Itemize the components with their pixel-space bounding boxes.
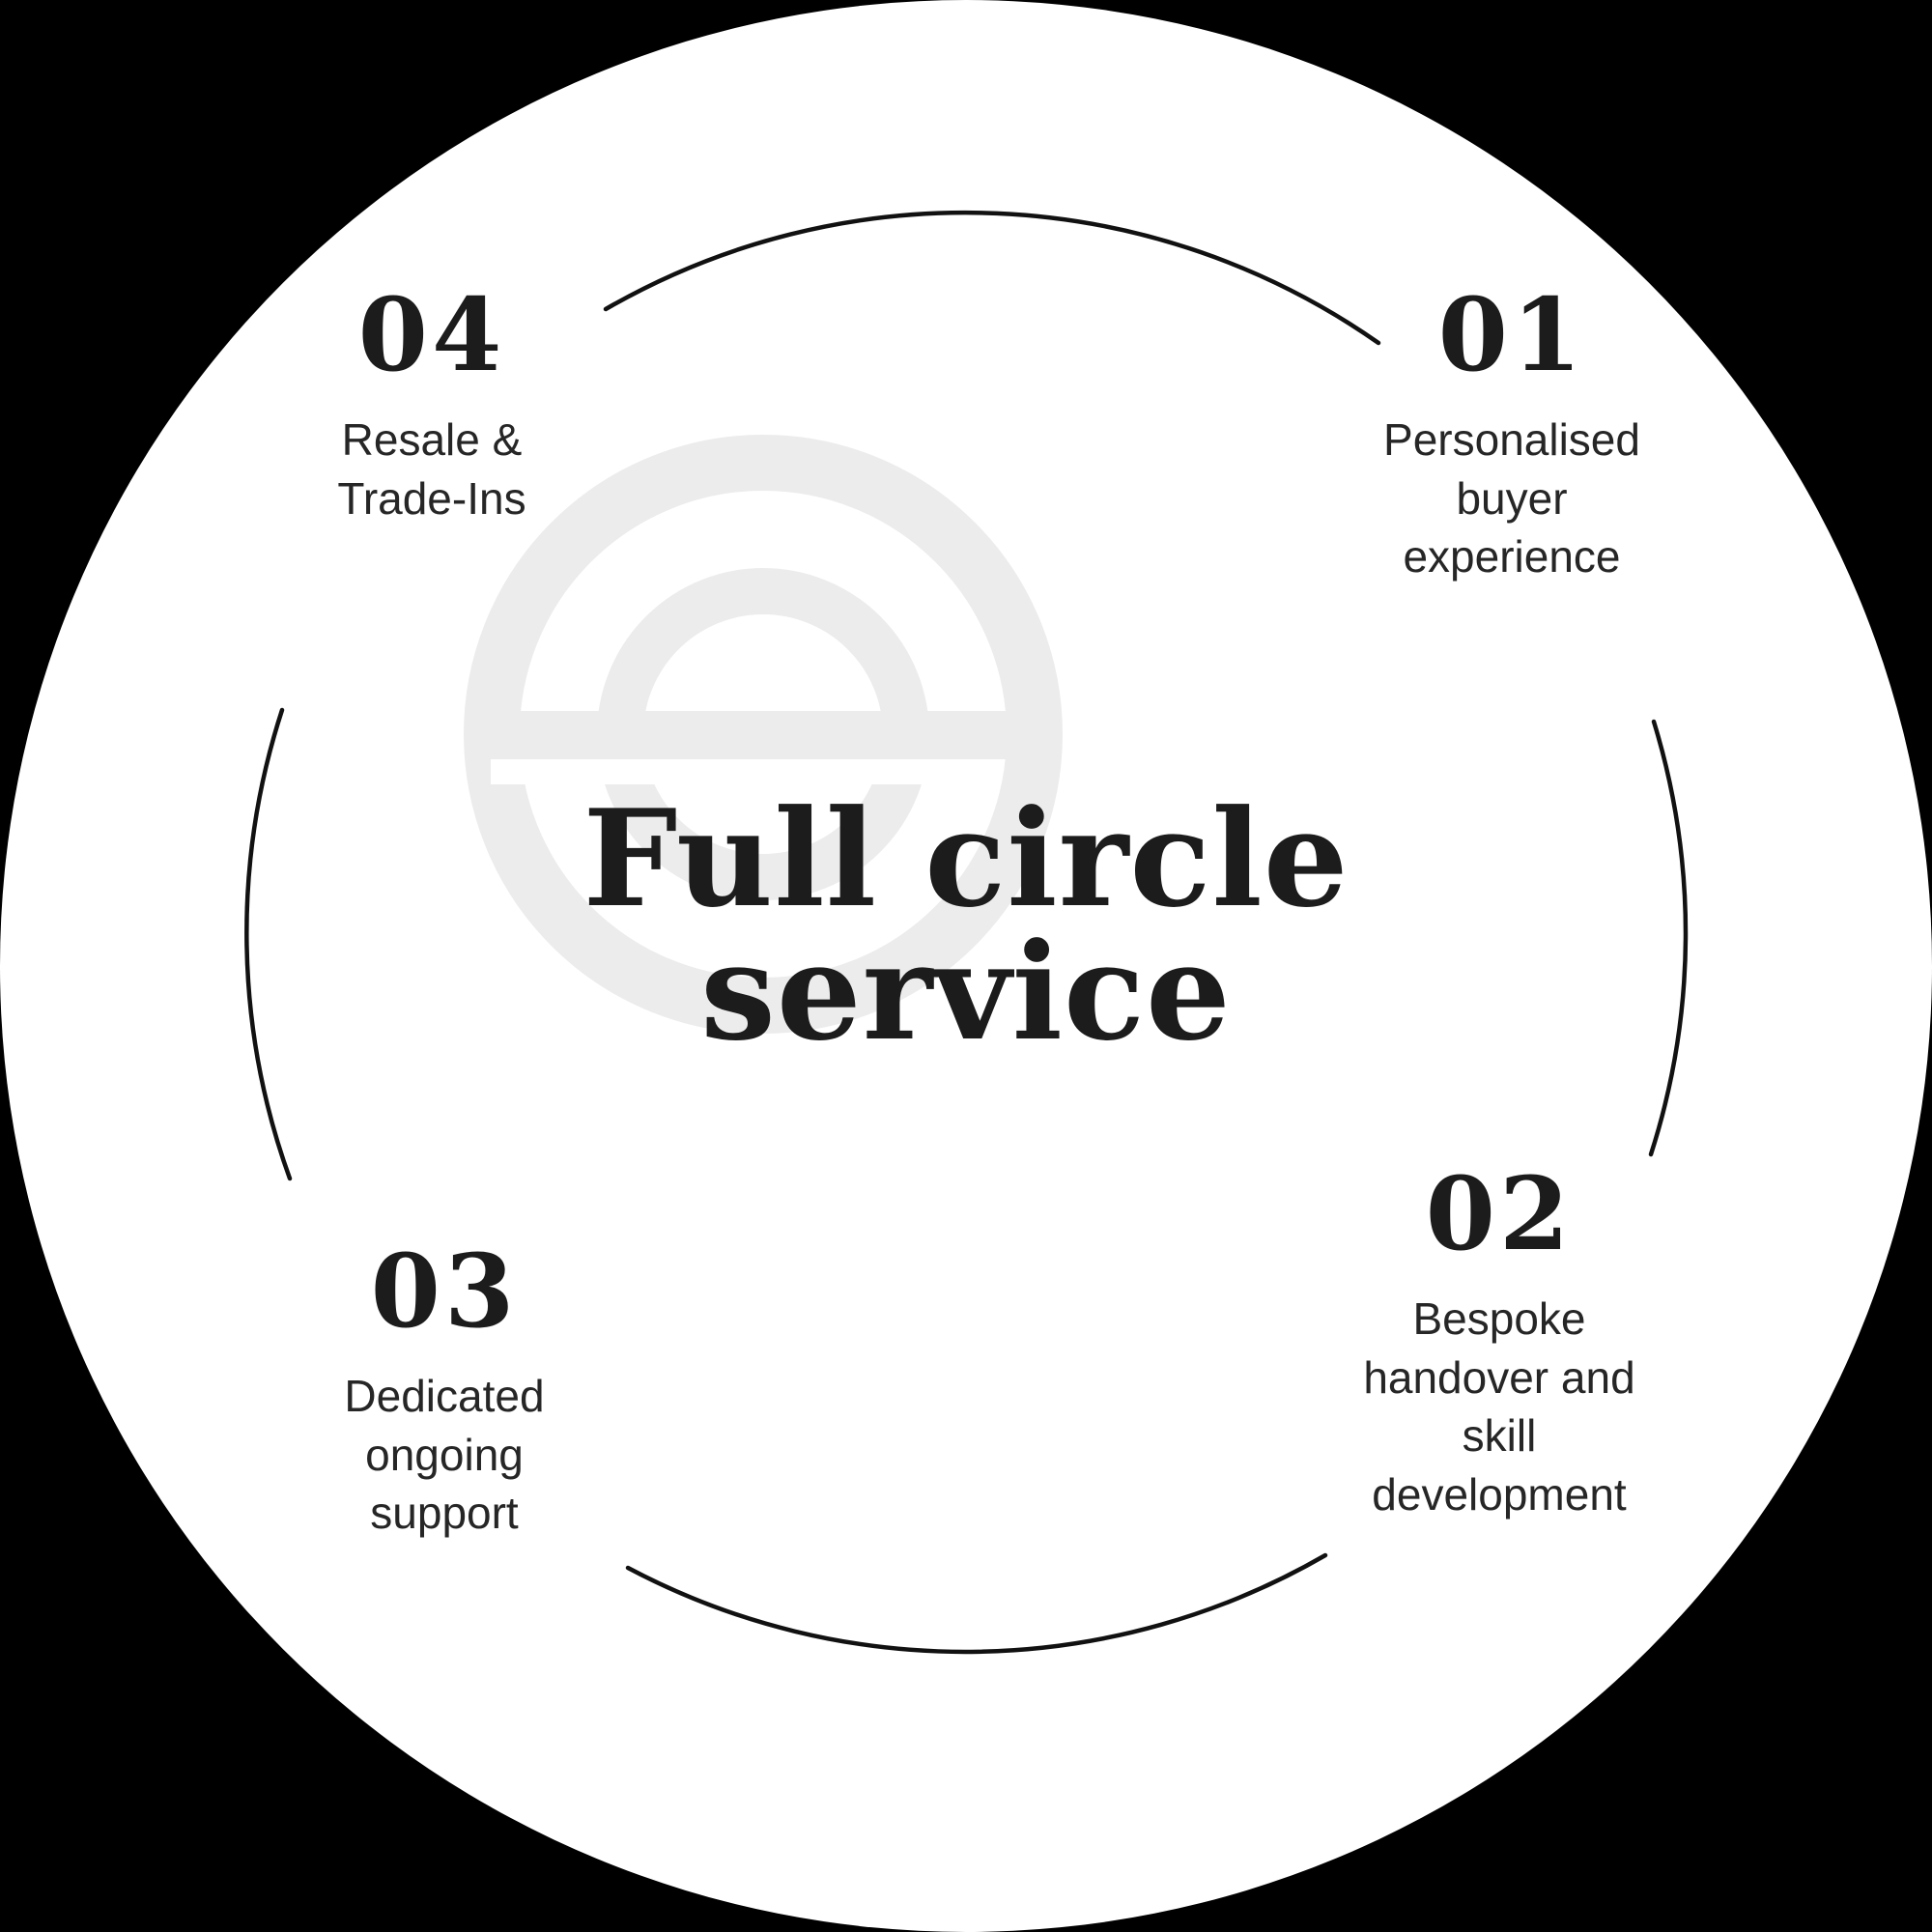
diagram-title: Full circle service bbox=[582, 780, 1350, 1070]
step-01: 01 Personalised buyer experience bbox=[1251, 285, 1773, 586]
step-02: 02 Bespoke handover and skill developmen… bbox=[1238, 1164, 1760, 1524]
step-02-label: Bespoke handover and skill development bbox=[1363, 1293, 1635, 1520]
step-04-label: Resale & Trade-Ins bbox=[337, 414, 526, 524]
step-01-label: Personalised buyer experience bbox=[1383, 414, 1640, 582]
step-03: 03 Dedicated ongoing support bbox=[184, 1241, 705, 1543]
step-03-number: 03 bbox=[370, 1232, 519, 1350]
circle-arc-right bbox=[1648, 719, 1689, 1157]
step-03-label: Dedicated ongoing support bbox=[344, 1371, 545, 1539]
circle-arc-top bbox=[603, 210, 1381, 346]
circle-arc-bottom bbox=[625, 1552, 1328, 1655]
step-04: 04 Resale & Trade-Ins bbox=[171, 285, 693, 527]
step-04-number: 04 bbox=[357, 275, 506, 394]
circle-arc-left bbox=[244, 707, 293, 1181]
step-02-number: 02 bbox=[1425, 1154, 1574, 1273]
step-01-number: 01 bbox=[1437, 275, 1586, 394]
